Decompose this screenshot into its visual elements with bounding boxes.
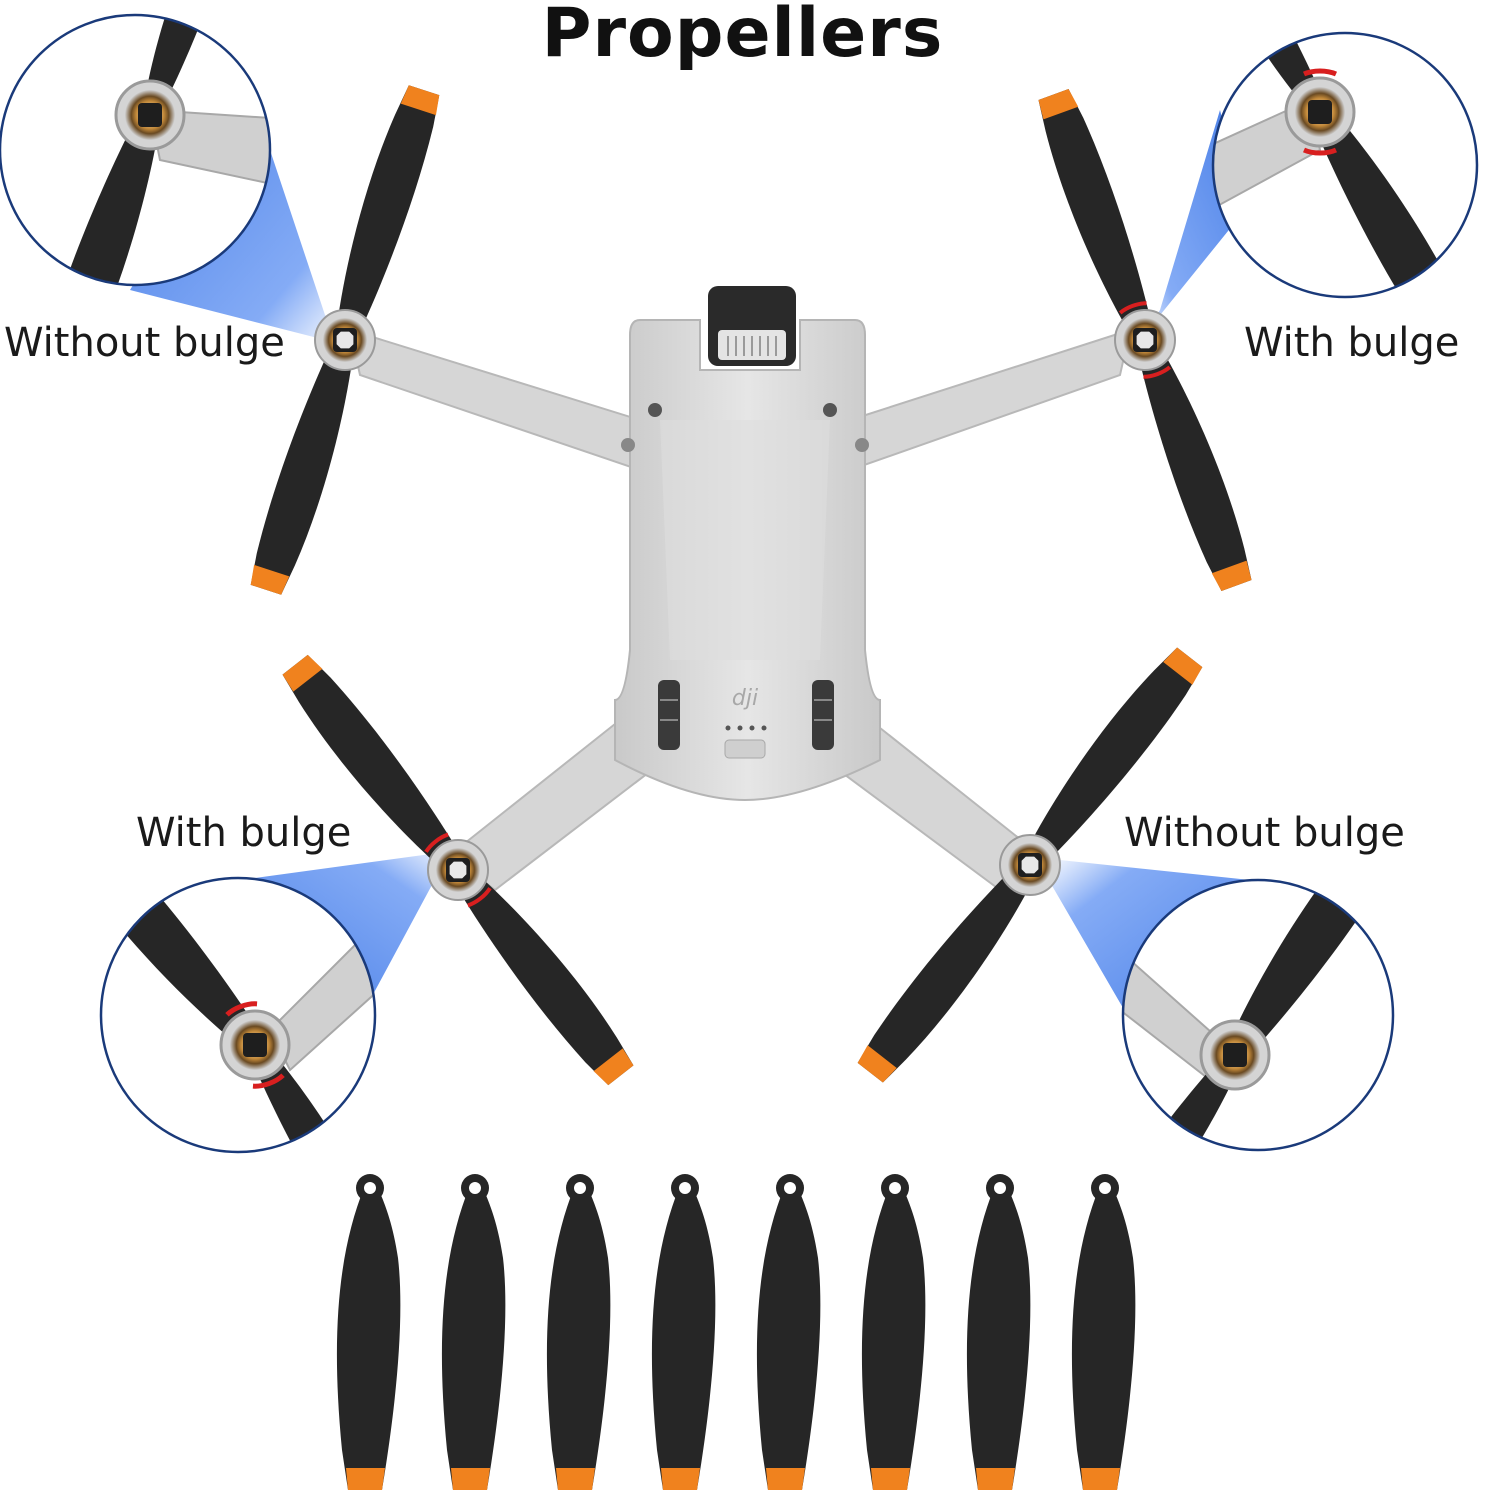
propeller-top-right bbox=[1031, 86, 1259, 594]
label-top-right: With bulge bbox=[1244, 320, 1460, 366]
propeller-top-left bbox=[244, 83, 446, 597]
spare-blades-row bbox=[336, 1174, 1136, 1490]
spare-blade bbox=[966, 1174, 1031, 1490]
label-bottom-right: Without bulge bbox=[1124, 810, 1405, 856]
brand-logo: dji bbox=[732, 686, 758, 711]
spare-blade bbox=[861, 1174, 926, 1490]
spare-blade bbox=[651, 1174, 716, 1490]
spare-blade bbox=[756, 1174, 821, 1490]
spare-blade bbox=[336, 1174, 401, 1490]
spare-blade bbox=[1071, 1174, 1136, 1490]
drone-body: dji bbox=[614, 286, 881, 802]
spare-blade bbox=[546, 1174, 611, 1490]
label-top-left: Without bulge bbox=[4, 320, 285, 366]
label-bottom-left: With bulge bbox=[136, 810, 352, 856]
zoom-circle-top-right bbox=[1211, 31, 1479, 299]
propeller-bottom-left bbox=[276, 650, 640, 1090]
zoom-circle-bottom-right bbox=[1121, 878, 1395, 1152]
zoom-circle-top-left bbox=[0, 13, 272, 287]
drone-arms bbox=[348, 328, 1132, 892]
zoom-circle-bottom-left bbox=[99, 876, 377, 1154]
zoom-beam-bottom-left bbox=[240, 850, 460, 1000]
spare-blade bbox=[441, 1174, 506, 1490]
page-title: Propellers bbox=[541, 0, 944, 73]
